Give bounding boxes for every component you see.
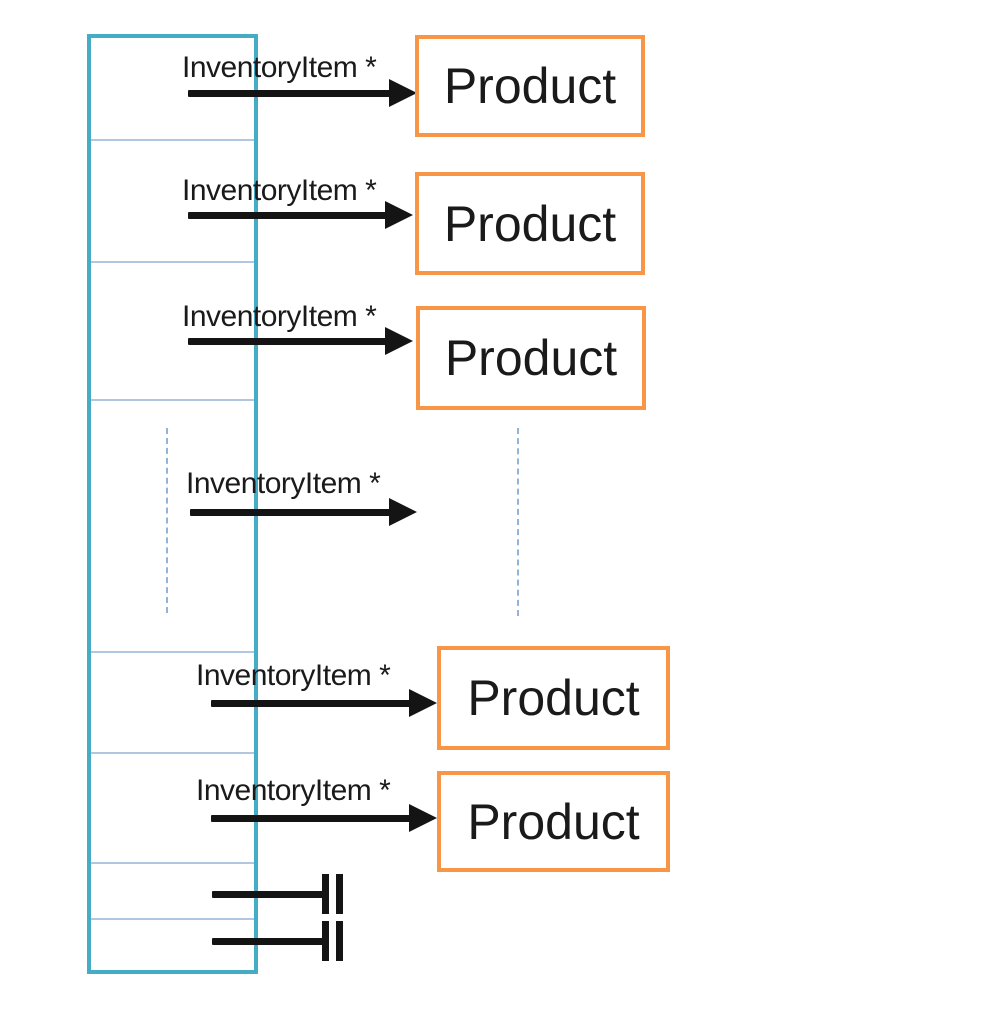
product-label: Product: [444, 330, 618, 386]
product-box: Product: [437, 646, 670, 750]
association-label: InventoryItem *: [186, 467, 381, 500]
product-label: Product: [467, 793, 640, 850]
row-divider: [91, 752, 254, 754]
association-label: InventoryItem *: [196, 659, 391, 692]
product-label: Product: [443, 58, 617, 114]
product-box: Product: [437, 771, 670, 872]
null-terminator-icon: [322, 921, 329, 961]
arrow-shaft: [188, 90, 390, 97]
product-box: Product: [416, 306, 646, 410]
null-terminator-icon: [336, 921, 343, 961]
row-divider: [91, 399, 254, 401]
arrow-shaft: [188, 212, 386, 219]
arrow-shaft: [188, 338, 386, 345]
row-divider: [91, 139, 254, 141]
arrow-head-icon: [409, 689, 437, 717]
arrow-head-icon: [385, 201, 413, 229]
vertical-ellipsis-right-icon: [517, 428, 519, 616]
association-label: InventoryItem *: [182, 300, 377, 333]
product-label: Product: [443, 195, 617, 252]
arrow-head-icon: [389, 498, 417, 526]
arrow-shaft: [190, 509, 390, 516]
arrow-shaft: [211, 815, 410, 822]
vertical-ellipsis-left-icon: [166, 428, 168, 613]
row-divider: [91, 918, 254, 920]
arrow-head-icon: [385, 327, 413, 355]
arrow-shaft: [211, 700, 410, 707]
row-divider: [91, 261, 254, 263]
arrow-head-icon: [409, 804, 437, 832]
product-box: Product: [415, 35, 645, 137]
association-label: InventoryItem *: [182, 51, 377, 84]
association-label: InventoryItem *: [196, 774, 391, 807]
association-label: InventoryItem *: [182, 174, 377, 207]
product-label: Product: [467, 670, 640, 726]
inventory-list-container: [87, 34, 258, 974]
arrow-head-icon: [389, 79, 417, 107]
null-terminator-icon: [322, 874, 329, 914]
null-terminator-icon: [336, 874, 343, 914]
row-divider: [91, 862, 254, 864]
row-divider: [91, 651, 254, 653]
arrow-shaft: [212, 938, 326, 945]
product-box: Product: [415, 172, 645, 275]
arrow-shaft: [212, 891, 326, 898]
